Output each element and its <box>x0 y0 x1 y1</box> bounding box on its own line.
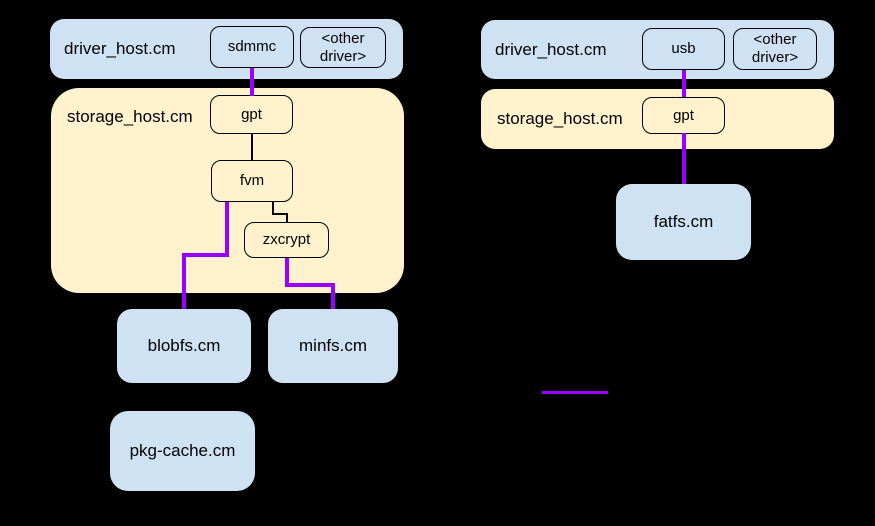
node-blobfs: blobfs.cm <box>117 309 251 383</box>
node-zxcrypt: zxcrypt <box>244 222 329 258</box>
connector-gpt-to-fatfs <box>682 133 686 184</box>
connector-fvm-to-blobfs-h <box>182 253 229 257</box>
connector-fvm-to-blobfs-v2 <box>182 253 186 309</box>
node-other-driver-left-label: <other driver> <box>319 29 367 65</box>
left-driver-host-container: driver_host.cm sdmmc <other driver> <box>50 19 403 79</box>
connector-gpt-to-fvm <box>251 134 253 161</box>
node-usb-label: usb <box>671 40 696 58</box>
node-fatfs: fatfs.cm <box>616 184 751 260</box>
right-driver-host-label: driver_host.cm <box>495 39 607 59</box>
node-other-driver-left: <other driver> <box>300 27 386 68</box>
right-storage-host-label: storage_host.cm <box>497 109 623 128</box>
left-storage-host-label: storage_host.cm <box>67 107 193 126</box>
node-gpt-left: gpt <box>210 95 293 134</box>
left-storage-host-container: storage_host.cm gpt fvm zxcrypt <box>51 88 404 293</box>
connector-zxcrypt-to-minfs-v2 <box>331 283 335 309</box>
node-other-driver-right: <other driver> <box>733 28 817 70</box>
node-sdmmc-label: sdmmc <box>227 38 277 56</box>
node-fvm-label: fvm <box>239 172 265 190</box>
node-gpt-left-label: gpt <box>241 105 262 123</box>
right-storage-host-container: storage_host.cm gpt <box>481 89 834 149</box>
connector-fvm-to-zxcrypt-v1 <box>272 202 274 215</box>
connector-sdmmc-to-gpt <box>250 68 254 96</box>
legend-purple-line-swatch <box>542 391 608 394</box>
node-fvm: fvm <box>211 160 293 202</box>
node-usb: usb <box>642 28 725 70</box>
node-sdmmc: sdmmc <box>210 26 294 68</box>
connector-fvm-to-zxcrypt-h <box>272 213 288 215</box>
node-zxcrypt-label: zxcrypt <box>262 231 311 249</box>
connector-fvm-to-zxcrypt-v2 <box>286 213 288 223</box>
node-fatfs-label: fatfs.cm <box>653 212 714 231</box>
node-pkg-cache-label: pkg-cache.cm <box>129 441 236 460</box>
connector-zxcrypt-to-minfs-v1 <box>285 258 289 287</box>
node-blobfs-label: blobfs.cm <box>147 336 221 355</box>
node-minfs: minfs.cm <box>268 309 398 383</box>
node-gpt-right-label: gpt <box>673 106 694 124</box>
connector-usb-to-gpt <box>682 70 686 97</box>
connector-zxcrypt-to-minfs-h <box>285 283 335 287</box>
connector-fvm-to-blobfs-v1 <box>225 202 229 257</box>
right-driver-host-container: driver_host.cm usb <other driver> <box>481 20 834 79</box>
node-minfs-label: minfs.cm <box>299 336 367 355</box>
node-gpt-right: gpt <box>642 97 725 134</box>
node-other-driver-right-label: <other driver> <box>751 31 799 66</box>
node-pkg-cache: pkg-cache.cm <box>110 411 255 491</box>
left-driver-host-label: driver_host.cm <box>64 39 176 58</box>
